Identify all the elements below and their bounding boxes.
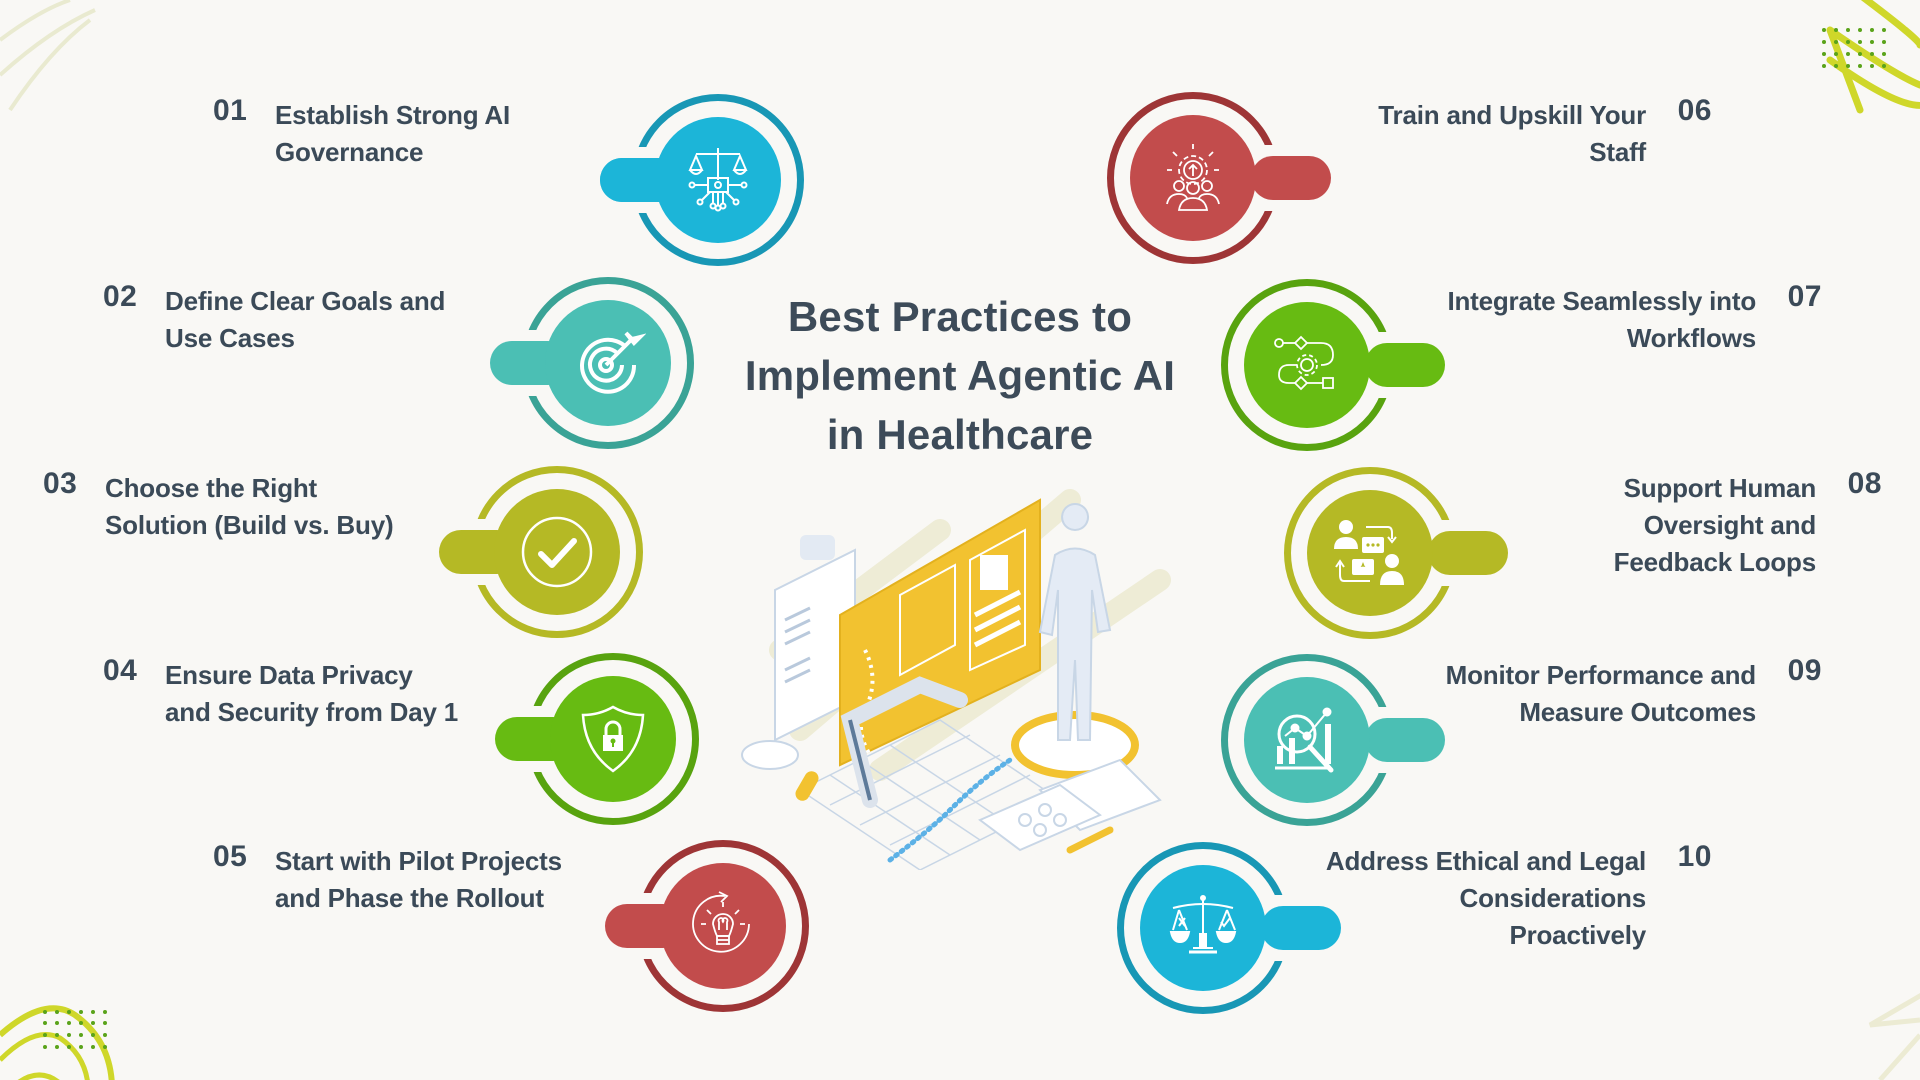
chart-magnifier-icon — [1275, 707, 1334, 773]
practice-item-08: 08 Support Human Oversight and Feedback … — [1613, 467, 1882, 581]
healthcare-ai-illustration — [741, 489, 1171, 870]
practice-number: 04 — [103, 654, 138, 687]
practice-number: 05 — [213, 840, 248, 873]
corner-scribble-top-right — [1822, 0, 1920, 114]
practice-number: 10 — [1677, 840, 1712, 873]
human-figure — [1038, 503, 1112, 741]
corner-scribble-bottom-right — [1868, 992, 1920, 1080]
practice-label: Monitor Performance and Measure Outcomes — [1445, 660, 1757, 727]
practice-number: 02 — [103, 280, 138, 313]
target-icon — [580, 331, 646, 394]
workflow-gear-icon — [1274, 335, 1334, 391]
practice-label: Train and Upskill Your Staff — [1378, 100, 1646, 167]
practice-number: 07 — [1787, 280, 1822, 313]
practice-item-02: 02 Define Clear Goals and Use Cases — [103, 280, 446, 357]
practice-label: Ensure Data Privacy and Security from Da… — [165, 660, 459, 727]
practice-label: Choose the Right Solution (Build vs. Buy… — [105, 473, 394, 540]
practice-number: 01 — [213, 94, 248, 127]
feedback-loop-icon — [1334, 520, 1404, 585]
clipboard — [774, 548, 856, 742]
monitor-screen — [839, 498, 1041, 767]
lightbulb-cycle-icon — [692, 891, 750, 953]
practice-label: Integrate Seamlessly into Workflows — [1447, 286, 1756, 353]
practice-number: 08 — [1847, 467, 1882, 500]
practice-number: 06 — [1677, 94, 1712, 127]
corner-swirl-bottom-left — [0, 1005, 115, 1080]
practice-number: 09 — [1787, 654, 1822, 687]
practice-item-03: 03 Choose the Right Solution (Build vs. … — [43, 467, 394, 544]
corner-scribble-top-left — [0, 0, 96, 112]
practice-label: Address Ethical and Legal Considerations… — [1325, 846, 1646, 950]
practice-label: Start with Pilot Projects and Phase the … — [275, 846, 562, 913]
practice-label: Establish Strong AI Governance — [275, 100, 511, 167]
title-line-2: Implement Agentic AI — [744, 352, 1176, 399]
practice-label: Support Human Oversight and Feedback Loo… — [1613, 473, 1817, 577]
shield-lock-icon — [581, 705, 645, 773]
team-gear-upskill-icon — [1166, 144, 1220, 211]
practice-item-01: 01 Establish Strong AI Governance — [213, 94, 511, 171]
title-line-3: in Healthcare — [826, 411, 1094, 458]
practice-item-05: 05 Start with Pilot Projects and Phase t… — [213, 840, 562, 917]
ai-governance-scales-icon — [688, 148, 748, 212]
practice-item-09: 09 Monitor Performance and Measure Outco… — [1445, 654, 1822, 731]
title-line-1: Best Practices to — [787, 293, 1133, 340]
ethics-scales-icon — [1169, 895, 1237, 954]
practice-item-04: 04 Ensure Data Privacy and Security from… — [103, 654, 459, 731]
page-title: Best Practices to Implement Agentic AI i… — [700, 287, 1220, 464]
practice-item-10: 10 Address Ethical and Legal Considerati… — [1325, 840, 1712, 954]
practice-item-06: 06 Train and Upskill Your Staff — [1378, 94, 1711, 171]
practice-label: Define Clear Goals and Use Cases — [165, 286, 446, 353]
checkmark-circle-icon — [521, 516, 593, 588]
practice-item-07: 07 Integrate Seamlessly into Workflows — [1447, 280, 1821, 357]
practice-number: 03 — [43, 467, 78, 500]
